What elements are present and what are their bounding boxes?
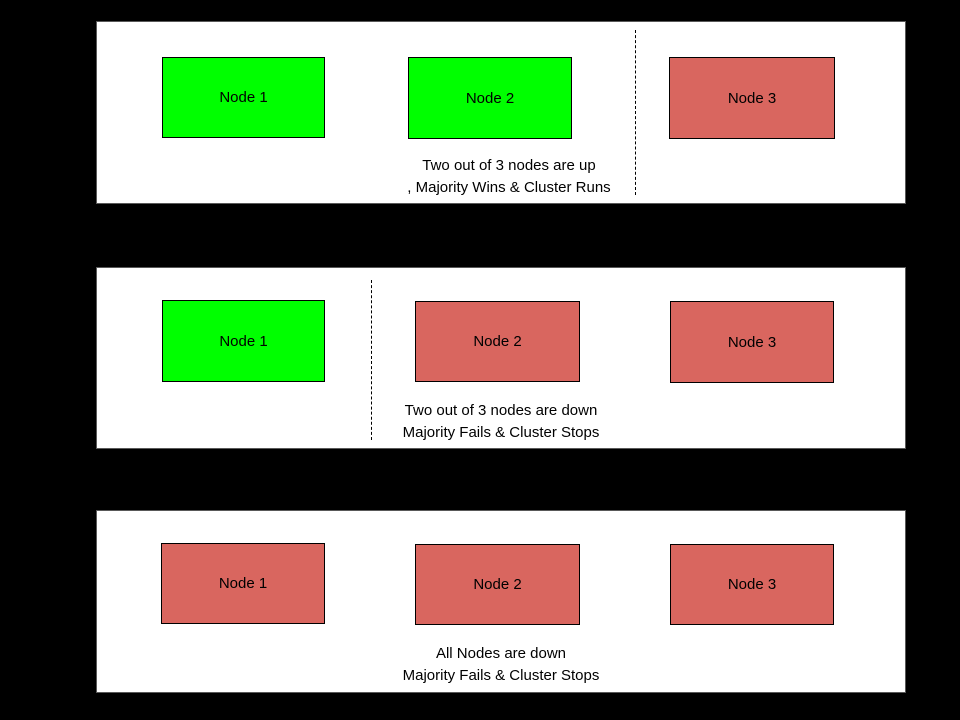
node-label: Node 2 <box>473 333 522 350</box>
node-box: Node 3 <box>670 544 834 625</box>
node-box: Node 3 <box>669 57 835 139</box>
node-label: Node 2 <box>465 89 515 107</box>
node-label: Node 3 <box>727 576 777 593</box>
scenario-panel-two-nodes-down: Node 1 Node 2 Node 3 Two out of 3 nodes … <box>96 267 906 449</box>
node-label: Node 2 <box>473 576 522 593</box>
node-label: Node 1 <box>219 89 268 106</box>
caption-line-2: Majority Fails & Cluster Stops <box>402 424 600 441</box>
node-label: Node 3 <box>727 89 777 107</box>
node-box: Node 2 <box>415 301 580 382</box>
node-label: Node 3 <box>727 333 777 351</box>
node-box: Node 1 <box>161 543 325 624</box>
node-label: Node 1 <box>219 332 268 350</box>
scenario-panel-two-nodes-up: Node 1 Node 2 Node 3 Two out of 3 nodes … <box>96 21 906 204</box>
caption-line-1: All Nodes are down <box>435 645 567 662</box>
node-box: Node 2 <box>408 57 572 139</box>
scenario-caption: Two out of 3 nodes are up , Majority Wins… <box>105 155 913 199</box>
caption-line-2: Majority Fails & Cluster Stops <box>402 667 600 684</box>
node-box: Node 1 <box>162 57 325 138</box>
quorum-divider-dashed-line <box>371 280 372 440</box>
caption-line-1: Two out of 3 nodes are down <box>404 402 598 419</box>
node-box: Node 1 <box>162 300 325 382</box>
node-label: Node 1 <box>218 575 268 592</box>
caption-line-2: , Majority Wins & Cluster Runs <box>407 179 611 196</box>
node-box: Node 2 <box>415 544 580 625</box>
node-box: Node 3 <box>670 301 834 383</box>
quorum-divider-dashed-line <box>635 30 636 195</box>
caption-line-1: Two out of 3 nodes are up <box>422 157 596 174</box>
